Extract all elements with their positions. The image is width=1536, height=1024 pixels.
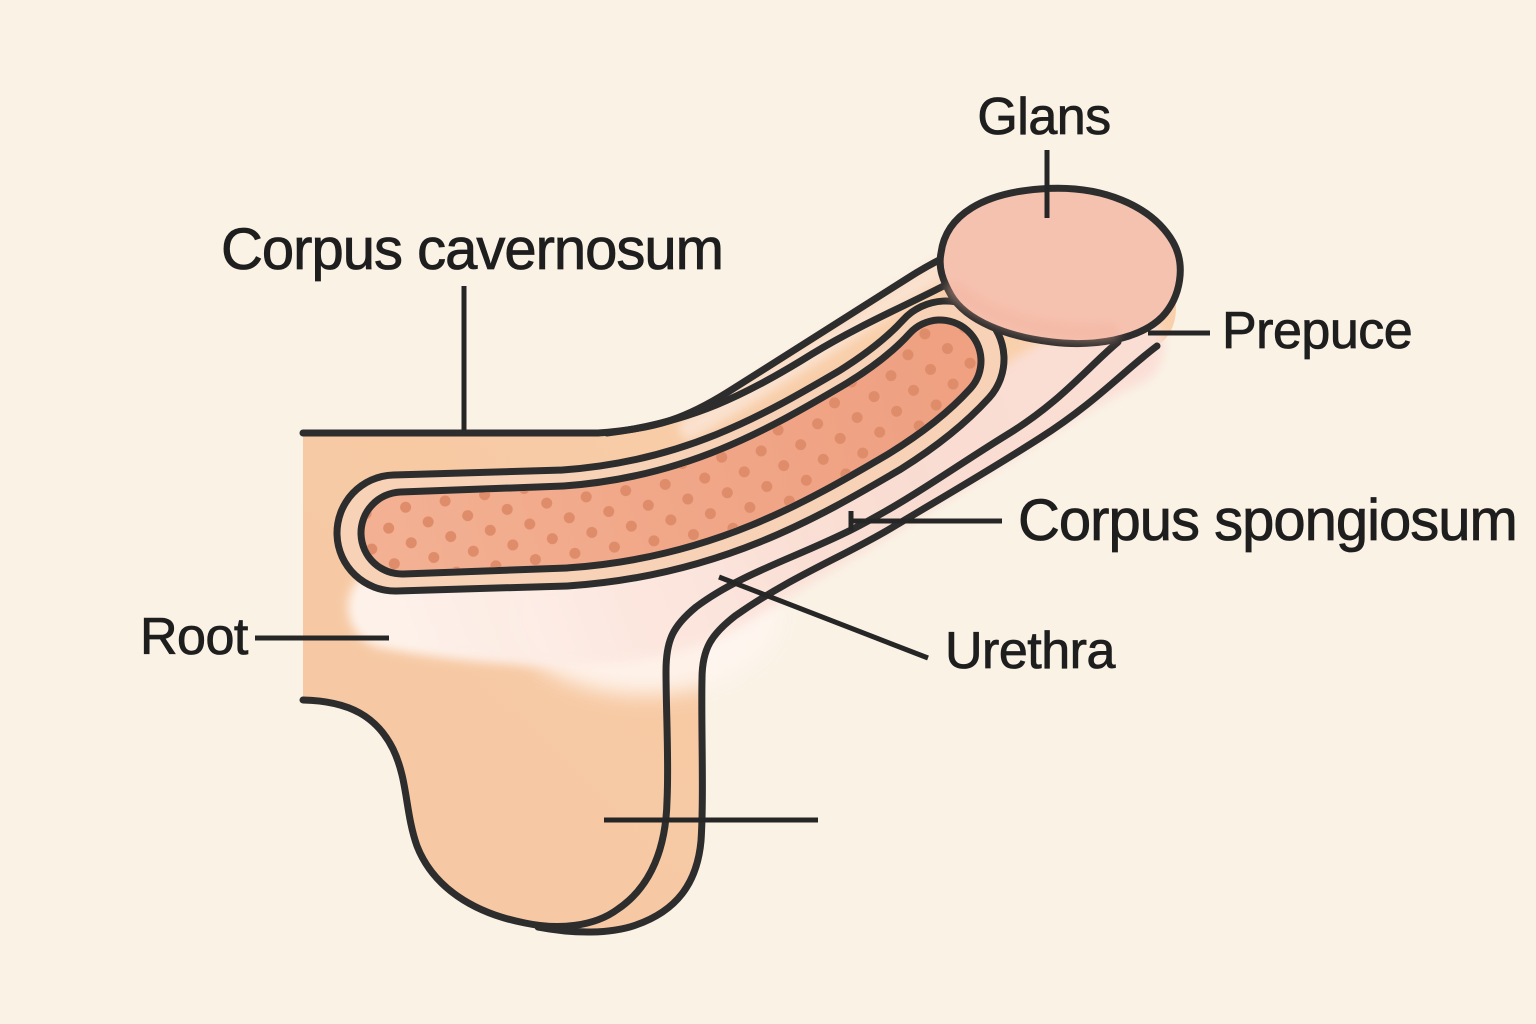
label-glans: Glans: [977, 88, 1112, 146]
label-root: Root: [140, 608, 249, 666]
label-urethra: Urethra: [945, 622, 1116, 680]
leader-urethra: [718, 574, 929, 661]
label-prepuce: Prepuce: [1222, 302, 1413, 360]
corpus-spongiosum-shape: [348, 305, 1164, 666]
outer-contour-line: [534, 342, 1161, 936]
label-corpus-cavernosum: Corpus cavernosum: [221, 217, 725, 282]
inner-contour-line: [299, 338, 1122, 930]
prepuce-fold-line: [603, 269, 972, 437]
glans-shape: [936, 184, 1184, 348]
corpus-cavernosum-dots-texture: [364, 323, 978, 571]
label-corpus-spongiosum: Corpus spongiosum: [1018, 488, 1519, 553]
glans-shade: [946, 281, 1119, 342]
